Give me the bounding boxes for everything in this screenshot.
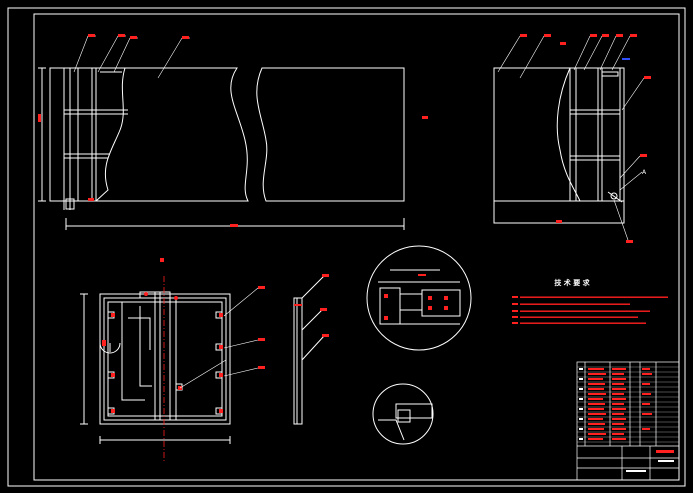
front-red-marks	[38, 34, 428, 227]
edge-strip-view	[293, 275, 325, 425]
front-view	[38, 67, 405, 230]
side-section-mark: A	[642, 169, 647, 176]
detail-upper-marks	[384, 274, 448, 320]
plan-callout-leaders	[179, 287, 259, 389]
tech-requirements-heading: 技 术 要 求	[554, 278, 590, 287]
parts-list-red-entries	[588, 368, 674, 453]
tech-requirements-lines	[512, 296, 668, 324]
side-blue-mark	[622, 58, 630, 60]
side-callout-leaders	[497, 35, 645, 241]
title-block-white	[579, 368, 674, 472]
detail-circle-lower	[372, 383, 434, 445]
parts-list-rows	[577, 366, 679, 443]
side-red-marks	[520, 34, 651, 243]
plan-view	[80, 291, 231, 444]
edge-red-marks	[294, 274, 329, 337]
drawing-frame	[7, 7, 686, 487]
detail-circle-upper	[366, 245, 472, 351]
plan-red-marks	[102, 258, 265, 413]
